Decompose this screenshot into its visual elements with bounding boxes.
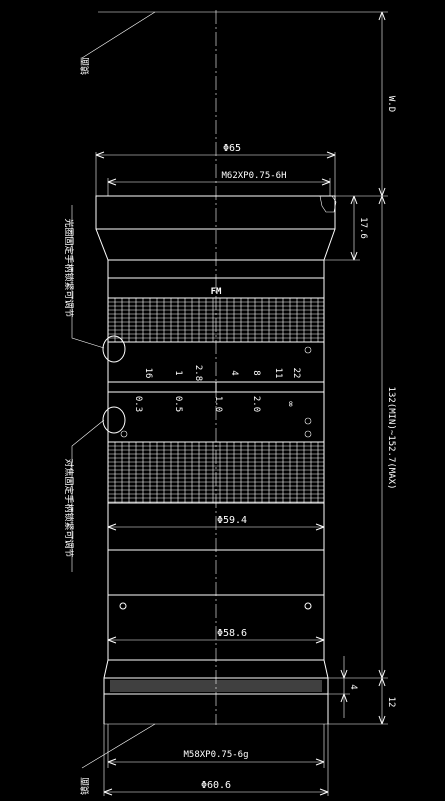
dim-arrows — [103, 788, 329, 796]
screw-hole — [304, 430, 312, 438]
iris-lock-leader — [71, 205, 105, 349]
dim-arrows — [107, 758, 325, 766]
mount-taper — [323, 659, 329, 679]
wd-label: W.D — [386, 96, 396, 112]
mount-taper — [103, 659, 109, 679]
front-taper-right — [323, 228, 336, 261]
distance-mark: ∞ — [285, 401, 295, 407]
focus-knurl-ring — [107, 441, 324, 503]
distance-mark: 2.0 — [251, 396, 261, 412]
aperture-scale: 16 1 2.8 4 8 11 22 — [143, 365, 301, 381]
f-number: 16 — [143, 368, 153, 379]
front-thread-label: M62XP0.75-6H — [221, 171, 286, 181]
iris-lock-knob — [102, 335, 126, 363]
face-leader-top — [81, 11, 156, 59]
distance-scale: 0.3 0.5 1.0 2.0 ∞ — [133, 396, 295, 412]
f-number: 8 — [251, 370, 261, 375]
dim-arrows — [107, 636, 325, 644]
front-set-screw — [319, 195, 337, 213]
ring-dia-label: Φ59.4 — [217, 515, 247, 526]
front-length-label: 17.6 — [358, 217, 368, 239]
dim-arrows — [378, 11, 386, 725]
iris-lock-label: 光圈固定手柄锁紧可调节 — [63, 218, 75, 317]
dim-arrows — [340, 669, 348, 703]
f-number: 2.8 — [193, 365, 203, 381]
f-number: 11 — [273, 368, 283, 379]
focus-lock-label: 对焦固定手柄锁紧可调节 — [63, 458, 75, 557]
screw-hole — [304, 346, 312, 354]
rear-dia-label: Φ60.6 — [201, 780, 231, 791]
focus-lock-knob — [102, 406, 126, 434]
dim-arrows — [107, 523, 325, 531]
f-number: 22 — [291, 368, 301, 379]
dim-arrows — [107, 178, 331, 186]
face-leader-bottom — [81, 723, 156, 769]
dim-arrows — [95, 151, 336, 159]
screw-hole — [304, 602, 312, 610]
f-number: 4 — [229, 370, 239, 375]
body-dia-label: Φ58.6 — [217, 628, 247, 639]
distance-mark: 0.3 — [133, 396, 143, 412]
iris-knurl-ring — [107, 297, 324, 343]
screw-hole — [119, 602, 127, 610]
mount-thread-label: M58XP0.75-6g — [183, 750, 248, 760]
brand-mark: FM — [211, 287, 222, 297]
distance-mark: 0.5 — [173, 396, 183, 412]
front-flange — [95, 195, 336, 230]
screw-hole — [120, 430, 128, 438]
face-label-top: 镜面 — [79, 57, 91, 75]
front-dia-label: Φ65 — [223, 143, 241, 154]
f-number: 1 — [173, 370, 183, 375]
screw-hole — [304, 417, 312, 425]
thread-length-label: 4 — [348, 684, 358, 689]
mount-thread-section — [103, 677, 329, 695]
total-length-label: 132(MIN)~152.7(MAX) — [386, 387, 396, 490]
face-label-bottom: 镜面 — [79, 777, 91, 795]
mount-threads — [110, 680, 322, 692]
focus-lock-leader — [71, 419, 105, 572]
distance-mark: 1.0 — [213, 396, 223, 412]
mount-length-label: 12 — [386, 697, 396, 708]
front-taper-left — [95, 228, 109, 261]
dim-arrows — [350, 195, 358, 261]
